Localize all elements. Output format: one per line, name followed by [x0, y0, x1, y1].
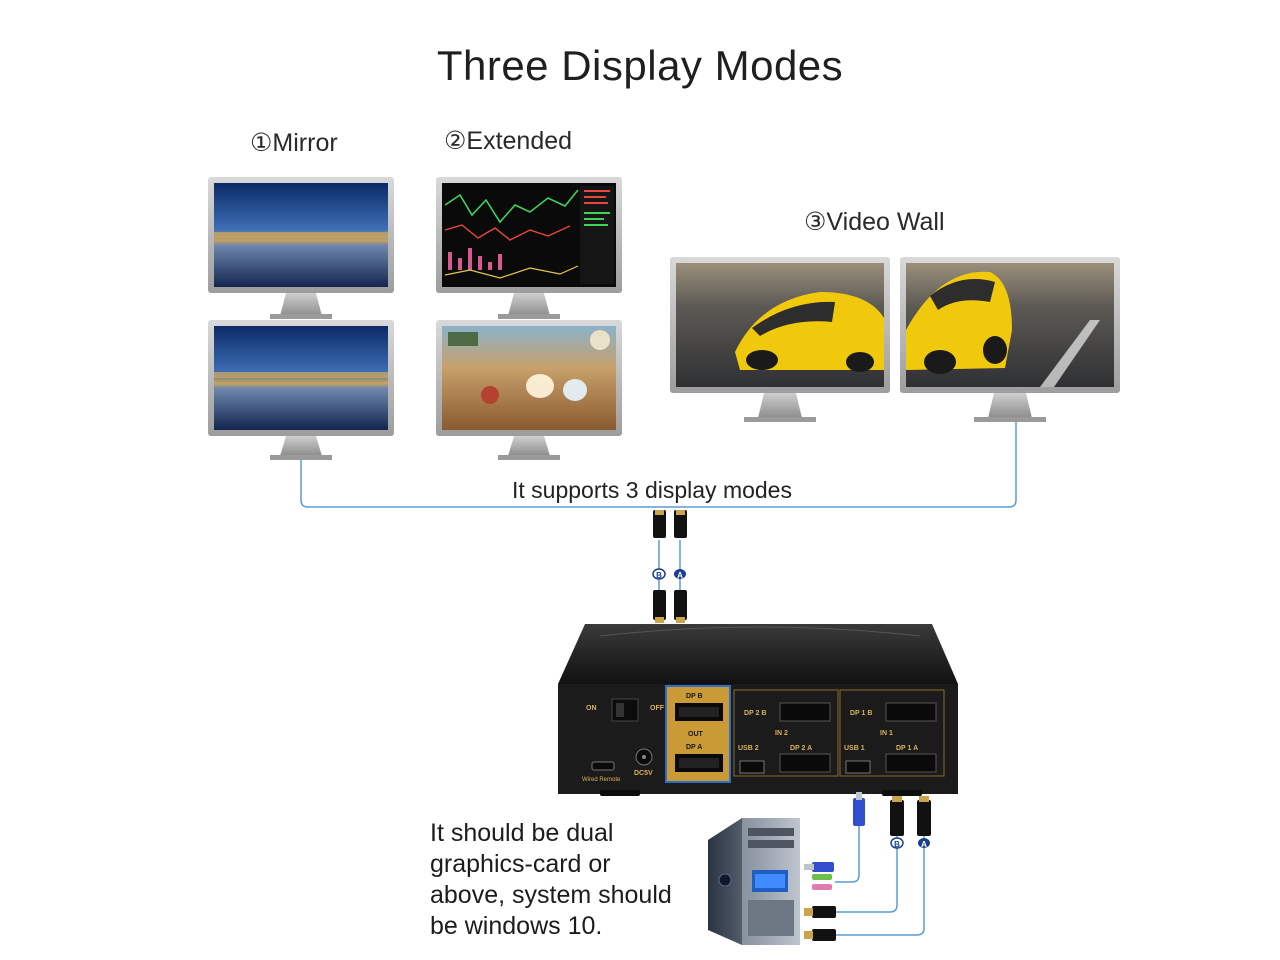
- display-connection-bracket: [301, 422, 1016, 592]
- dc-label: DC5V: [634, 770, 653, 777]
- in2-usb-label: USB 2: [738, 745, 759, 752]
- power-on-label: ON: [586, 705, 597, 712]
- pc-plugs: [804, 862, 836, 941]
- cable-tag-b-text: B: [656, 571, 662, 580]
- in2-label: IN 2: [775, 730, 788, 737]
- in1-label: IN 1: [880, 730, 893, 737]
- usb-cable-connector: [853, 792, 865, 826]
- dp-cable-pc-b: [890, 796, 904, 836]
- dp-cable-top-a: [674, 510, 687, 538]
- out-label: OUT: [688, 731, 704, 738]
- extended-monitor-top: [436, 177, 622, 319]
- note-line: above, system should: [430, 880, 730, 911]
- out-dp-b-label: DP B: [686, 693, 703, 700]
- pc-cable-tag-b-text: B: [894, 840, 900, 849]
- dp-cable-top-b: [653, 510, 666, 538]
- dp-cable-bottom-a: [674, 590, 687, 623]
- mirror-monitor-top: [208, 177, 394, 319]
- in2-dp-b-label: DP 2 B: [744, 710, 766, 717]
- power-off-label: OFF: [650, 705, 665, 712]
- dp-cable-bottom-b: [653, 590, 666, 623]
- note-line: be windows 10.: [430, 911, 730, 942]
- in1-dp-b-label: DP 1 B: [850, 710, 872, 717]
- in1-usb-label: USB 1: [844, 745, 865, 752]
- in1-dp-a-label: DP 1 A: [896, 745, 918, 752]
- pc-cables: [835, 826, 924, 935]
- pc-cable-tag-a-text: A: [921, 840, 927, 849]
- video-wall-monitor-left: [670, 257, 890, 422]
- video-wall-monitor-right: [900, 257, 1120, 422]
- mirror-monitor-bottom: [208, 320, 394, 460]
- requirement-note: It should be dual graphics-card or above…: [430, 818, 730, 942]
- cable-tag-a-text: A: [677, 571, 683, 580]
- kvm-switch: ON OFF Wired Remote DC5V DP B OUT DP A D…: [558, 624, 958, 796]
- wired-remote-label: Wired Remote: [582, 777, 621, 783]
- cable-tag-a: A: [674, 569, 686, 580]
- note-line: graphics-card or: [430, 849, 730, 880]
- extended-monitor-bottom: [436, 320, 622, 460]
- support-caption: It supports 3 display modes: [508, 477, 796, 504]
- cable-tag-b: B: [653, 569, 665, 580]
- dp-cable-pc-a: [917, 796, 931, 836]
- pc-cable-tag-a: A: [918, 838, 930, 849]
- in2-dp-a-label: DP 2 A: [790, 745, 812, 752]
- note-line: It should be dual: [430, 818, 730, 849]
- out-dp-a-label: DP A: [686, 744, 702, 751]
- pc-cable-tag-b: B: [891, 838, 903, 849]
